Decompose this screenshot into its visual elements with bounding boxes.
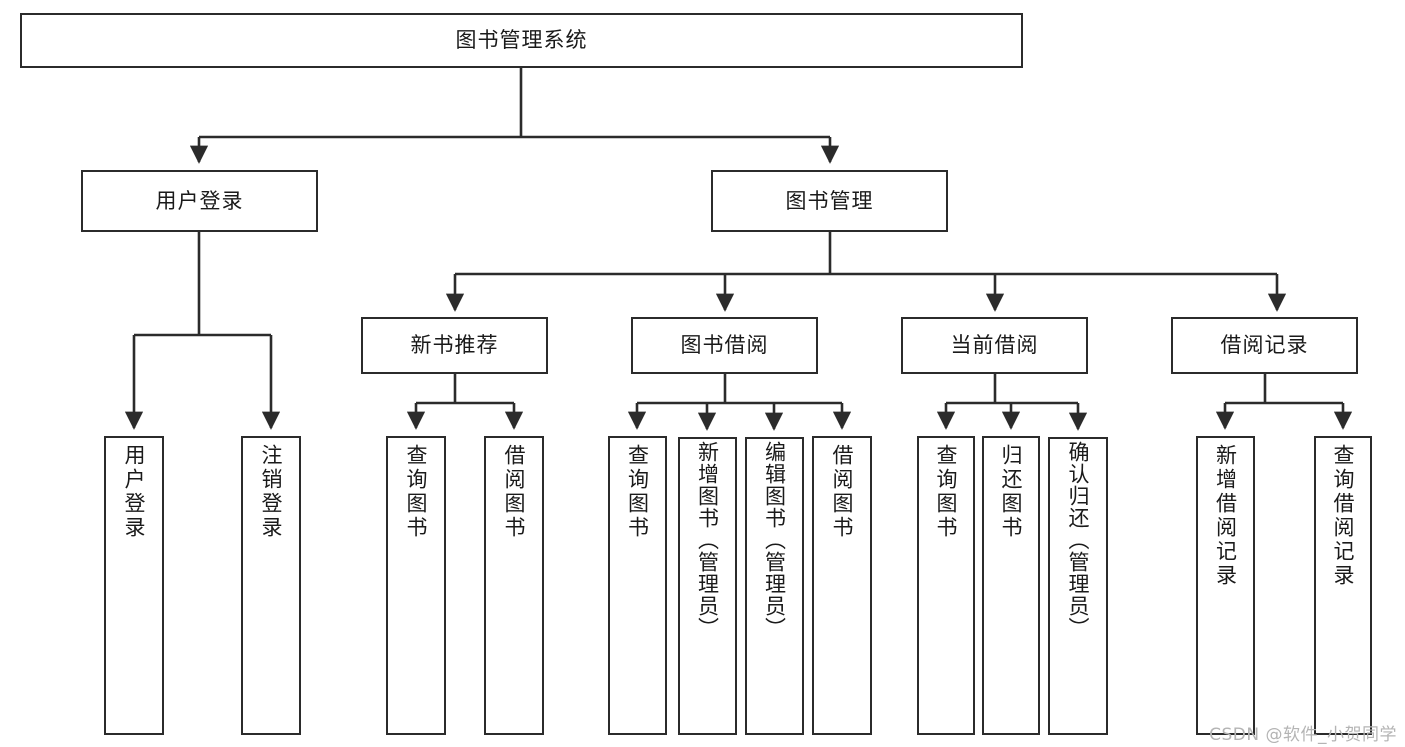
leaf-query-book-recommend-label: 查询图书 bbox=[404, 444, 429, 540]
node-new-book-recommend[interactable]: 新书推荐 bbox=[361, 317, 548, 374]
leaf-query-borrow-record-label: 查询借阅记录 bbox=[1331, 444, 1356, 588]
leaf-confirm-return-admin[interactable]: 确认归还（管理员） bbox=[1048, 437, 1108, 735]
leaf-add-book-admin[interactable]: 新增图书（管理员） bbox=[678, 437, 737, 735]
node-book-borrow-label: 图书借阅 bbox=[680, 333, 769, 358]
leaf-borrow-book[interactable]: 借阅图书 bbox=[812, 436, 872, 735]
node-borrow-record-label: 借阅记录 bbox=[1220, 333, 1309, 358]
leaf-query-book-recommend[interactable]: 查询图书 bbox=[386, 436, 446, 735]
leaf-query-book-borrow-label: 查询图书 bbox=[625, 444, 650, 540]
leaf-return-book[interactable]: 归还图书 bbox=[982, 436, 1040, 735]
leaf-logout[interactable]: 注销登录 bbox=[241, 436, 301, 735]
node-book-management-label: 图书管理 bbox=[785, 188, 874, 213]
leaf-borrow-book-recommend[interactable]: 借阅图书 bbox=[484, 436, 544, 735]
leaf-return-book-label: 归还图书 bbox=[999, 444, 1024, 540]
node-current-borrow[interactable]: 当前借阅 bbox=[901, 317, 1088, 374]
leaf-edit-book-admin-label: 编辑图书（管理员） bbox=[762, 441, 787, 639]
leaf-user-login-label: 用户登录 bbox=[122, 444, 147, 540]
leaf-add-borrow-record-label: 新增借阅记录 bbox=[1213, 444, 1238, 588]
leaf-query-book-current-label: 查询图书 bbox=[934, 444, 959, 540]
leaf-confirm-return-admin-label: 确认归还（管理员） bbox=[1066, 441, 1091, 639]
node-root[interactable]: 图书管理系统 bbox=[20, 13, 1023, 68]
leaf-query-borrow-record[interactable]: 查询借阅记录 bbox=[1314, 436, 1372, 735]
leaf-add-borrow-record[interactable]: 新增借阅记录 bbox=[1196, 436, 1255, 735]
node-borrow-record[interactable]: 借阅记录 bbox=[1171, 317, 1358, 374]
node-book-borrow[interactable]: 图书借阅 bbox=[631, 317, 818, 374]
leaf-edit-book-admin[interactable]: 编辑图书（管理员） bbox=[745, 437, 804, 735]
node-user-login[interactable]: 用户登录 bbox=[81, 170, 318, 232]
node-root-label: 图书管理系统 bbox=[455, 28, 588, 53]
node-book-management[interactable]: 图书管理 bbox=[711, 170, 948, 232]
leaf-borrow-book-recommend-label: 借阅图书 bbox=[502, 444, 527, 540]
node-new-book-recommend-label: 新书推荐 bbox=[410, 333, 499, 358]
leaf-logout-label: 注销登录 bbox=[259, 444, 284, 540]
node-current-borrow-label: 当前借阅 bbox=[950, 333, 1039, 358]
leaf-query-book-borrow[interactable]: 查询图书 bbox=[608, 436, 667, 735]
leaf-add-book-admin-label: 新增图书（管理员） bbox=[695, 441, 720, 639]
leaf-user-login[interactable]: 用户登录 bbox=[104, 436, 164, 735]
leaf-query-book-current[interactable]: 查询图书 bbox=[917, 436, 975, 735]
leaf-borrow-book-label: 借阅图书 bbox=[830, 444, 855, 540]
node-user-login-label: 用户登录 bbox=[155, 188, 244, 213]
